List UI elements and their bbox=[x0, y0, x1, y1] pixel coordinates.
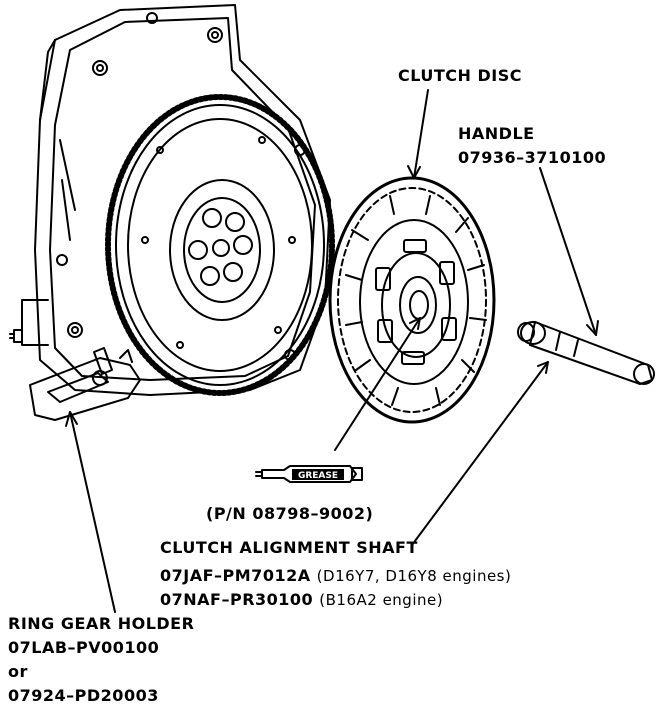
clutch-alignment-shaft-handle bbox=[517, 321, 655, 385]
grease-tube-label: GREASE bbox=[292, 469, 344, 481]
shaft-part-2-note: (B16A2 engine) bbox=[319, 591, 444, 609]
handle-part-number: 07936–3710100 bbox=[458, 148, 607, 167]
ring-gear-holder-or: or bbox=[8, 662, 28, 681]
handle-label: HANDLE bbox=[458, 124, 535, 143]
ring-gear-holder-title: RING GEAR HOLDER bbox=[8, 614, 195, 633]
grease-tube bbox=[255, 465, 363, 483]
grease-part-number: (P/N 08798–9002) bbox=[206, 504, 374, 523]
ring-gear-holder-part-2: 07924–PD20003 bbox=[8, 686, 159, 705]
flywheel bbox=[105, 94, 335, 396]
shaft-part-1-note: (D16Y7, D16Y8 engines) bbox=[316, 567, 512, 585]
shaft-part-1-code: 07JAF–PM7012A bbox=[160, 566, 311, 585]
ring-gear-holder-part-1: 07LAB–PV00100 bbox=[8, 638, 160, 657]
shaft-part-2: 07NAF–PR30100 (B16A2 engine) bbox=[160, 590, 443, 610]
shaft-part-2-code: 07NAF–PR30100 bbox=[160, 590, 314, 609]
engine-block bbox=[9, 4, 331, 396]
svg-text:GREASE: GREASE bbox=[298, 471, 338, 481]
clutch-disc bbox=[328, 176, 496, 424]
ring-gear-holder bbox=[29, 347, 141, 421]
shaft-title: CLUTCH ALIGNMENT SHAFT bbox=[160, 538, 418, 557]
clutch-disc-label: CLUTCH DISC bbox=[398, 66, 522, 85]
leader-lines bbox=[65, 89, 599, 613]
shaft-part-1: 07JAF–PM7012A (D16Y7, D16Y8 engines) bbox=[160, 566, 511, 586]
